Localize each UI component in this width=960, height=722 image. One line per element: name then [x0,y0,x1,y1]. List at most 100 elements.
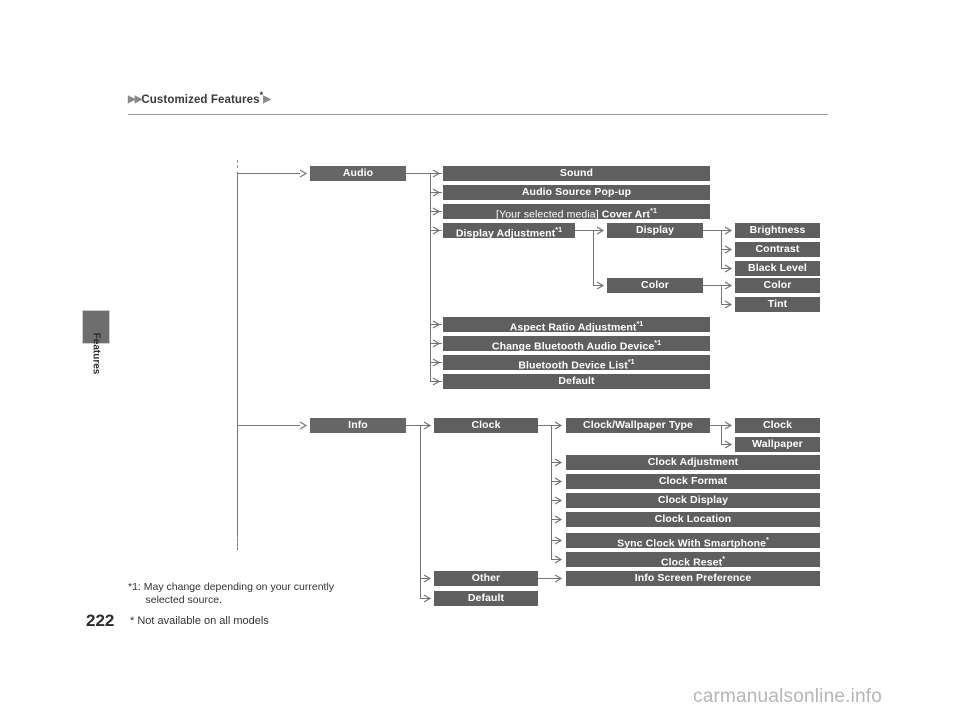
trunk-dash-bottom [237,536,238,548]
node-contrast[interactable]: Contrast [735,242,820,257]
connector-display-out [703,230,722,231]
info-subtrunk [420,425,421,599]
connector-display-adjustment [430,230,442,231]
arrow-icon-info [299,421,308,430]
node-change-bt-audio-label: Change Bluetooth Audio Device [491,340,655,352]
main-trunk-line [237,172,238,550]
connector-audio-out [406,173,431,174]
arrow-icon-info-default [423,594,432,603]
node-black-level[interactable]: Black Level [735,261,820,276]
connector-bt-device-list [430,362,442,363]
page-title: Customized Features [141,93,260,106]
arrow-icon-clock-adjustment [554,458,563,467]
node-display-adjustment-label: Display Adjustment [455,227,556,239]
clock-wallpaper-children-trunk [721,425,722,444]
node-clock-display[interactable]: Clock Display [566,493,820,508]
arrow-icon-color [724,281,733,290]
connector-audio [237,173,300,174]
arrow-icon-display [596,226,605,235]
connector-display-adjustment-out [575,230,594,231]
node-cover-art[interactable]: [Your selected media] Cover Art*1 [443,204,710,219]
arrow-icon-clock [423,421,432,430]
arrow-icon-clock-wallpaper-type [554,421,563,430]
node-audio-source-popup[interactable]: Audio Source Pop-up [443,185,710,200]
connector-brightness [721,230,731,231]
connector-color [721,285,731,286]
node-aspect-ratio-adjustment[interactable]: Aspect Ratio Adjustment*1 [443,317,710,332]
node-display-adjustment-footnote-ref: *1 [555,227,563,234]
arrow-icon-aspect-ratio [432,320,441,329]
connector-contrast [721,249,731,250]
connector-clock-out [538,425,553,426]
node-aspect-ratio-footnote-ref: *1 [636,321,644,328]
arrow-icon-clock-format [554,477,563,486]
connector-other [420,578,430,579]
connector-black-level [721,268,731,269]
node-clock-reset-label: Clock Reset [660,556,723,568]
node-clock-reset[interactable]: Clock Reset* [566,552,820,567]
connector-info [237,425,300,426]
connector-tint [721,304,731,305]
trunk-dash-top [237,160,238,168]
node-clock-wallpaper-type[interactable]: Clock/Wallpaper Type [566,418,710,433]
node-info-screen-preference[interactable]: Info Screen Preference [566,571,820,586]
node-tint[interactable]: Tint [735,297,820,312]
connector-clock-location [551,519,561,520]
node-brightness[interactable]: Brightness [735,223,820,238]
arrow-icon-wallpaper-option [724,440,733,449]
arrow-icon-audio-default [432,377,441,386]
node-wallpaper-option[interactable]: Wallpaper [735,437,820,452]
arrow-icon-tint [724,300,733,309]
connector-display [593,230,603,231]
node-color-group[interactable]: Color [607,278,703,293]
node-sync-clock-with-smartphone[interactable]: Sync Clock With Smartphone* [566,533,820,548]
triangle-right-icon-trailing: ▶ [263,94,271,106]
node-change-bluetooth-audio-device[interactable]: Change Bluetooth Audio Device*1 [443,336,710,351]
arrow-icon-clock-reset [554,555,563,564]
connector-clock-display [551,500,561,501]
connector-clock-wallpaper-type [551,425,561,426]
page-number: 222 [86,611,115,630]
node-display[interactable]: Display [607,223,703,238]
node-info[interactable]: Info [310,418,406,433]
node-sync-clock-label: Sync Clock With Smartphone [617,537,767,549]
connector-aspect-ratio [430,324,442,325]
node-change-bt-audio-footnote-ref: *1 [654,340,662,347]
node-bluetooth-device-list[interactable]: Bluetooth Device List*1 [443,355,710,370]
arrow-icon-clock-location [554,515,563,524]
node-info-default[interactable]: Default [434,591,538,606]
connector-wallpaper-option [721,444,731,445]
arrow-icon-change-bt-audio [432,339,441,348]
connector-clock-reset [551,559,561,560]
node-clock-location[interactable]: Clock Location [566,512,820,527]
arrow-icon-brightness [724,226,733,235]
node-clock[interactable]: Clock [434,418,538,433]
arrow-icon-sound [432,169,441,178]
node-other[interactable]: Other [434,571,538,586]
connector-color-group-out [703,285,722,286]
node-cover-art-footnote-ref: *1 [650,208,657,215]
node-color[interactable]: Color [735,278,820,293]
display-adjustment-subtrunk [593,230,594,285]
footnote-1: *1: May change depending on your current… [128,581,335,606]
connector-info-out [406,425,422,426]
arrow-icon-contrast [724,245,733,254]
node-audio[interactable]: Audio [310,166,406,181]
section-tab-marker [82,310,110,344]
node-clock-reset-footnote-ref: * [722,556,726,563]
node-audio-default[interactable]: Default [443,374,710,389]
connector-clock-format [551,481,561,482]
node-sync-clock-footnote-ref: * [766,537,769,544]
node-clock-option[interactable]: Clock [735,418,820,433]
connector-sound [430,173,442,174]
page-header: ▶▶Customized Features*▶ [128,90,271,106]
node-clock-format[interactable]: Clock Format [566,474,820,489]
connector-sync-clock [551,540,561,541]
node-sound[interactable]: Sound [443,166,710,181]
header-divider [128,114,828,115]
node-display-adjustment[interactable]: Display Adjustment*1 [443,223,575,238]
node-clock-adjustment[interactable]: Clock Adjustment [566,455,820,470]
connector-clock [420,425,430,426]
arrow-icon-bt-device-list [432,358,441,367]
